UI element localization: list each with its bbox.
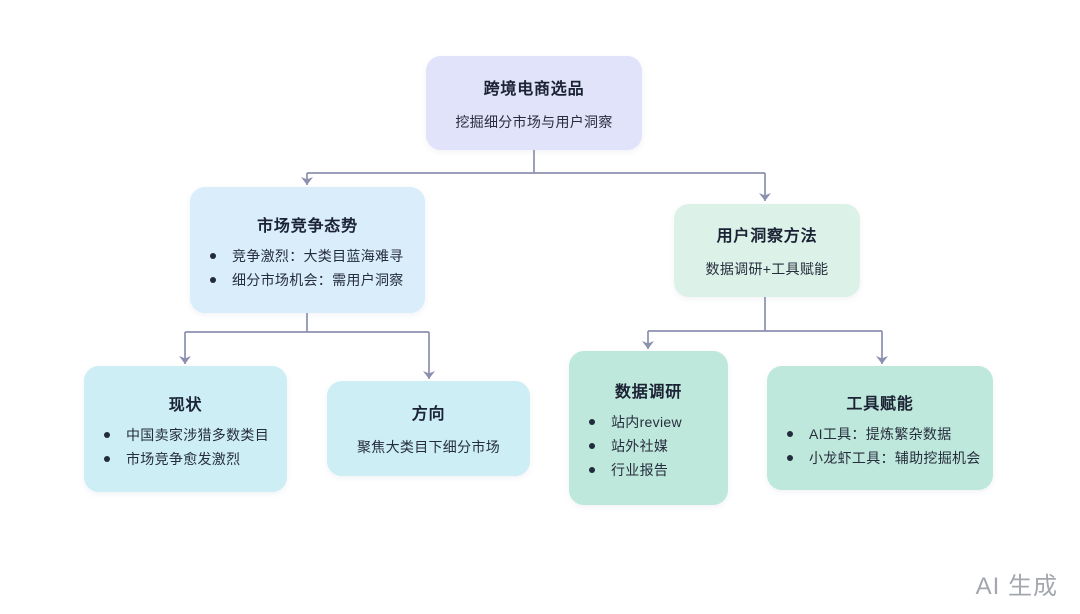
bullet-dot-icon (589, 443, 595, 449)
bullet-text: 站外社媒 (611, 437, 669, 454)
node-tools: 工具赋能 AI工具：提炼繁杂数据 小龙虾工具：辅助挖掘机会 (767, 366, 993, 490)
node-status: 现状 中国卖家涉猎多数类目 市场竞争愈发激烈 (84, 366, 287, 492)
node-tools-title: 工具赋能 (846, 395, 914, 413)
bullet-text: 竞争激烈：大类目蓝海难寻 (232, 247, 404, 264)
node-root-subtitle: 挖掘细分市场与用户洞察 (455, 113, 613, 130)
bullet-dot-icon (589, 419, 595, 425)
bullet-item: 行业报告 (589, 462, 722, 479)
node-user-title: 用户洞察方法 (716, 228, 818, 245)
node-direction-subtitle: 聚焦大类目下细分市场 (357, 439, 500, 455)
bullet-text: 市场竞争愈发激烈 (126, 450, 241, 467)
node-research-bullets: 站内review 站外社媒 行业报告 (569, 414, 728, 479)
bullet-item: 中国卖家涉猎多数类目 (104, 427, 281, 444)
ai-generated-watermark: AI 生成 (975, 573, 1058, 600)
bullet-item: AI工具：提炼繁杂数据 (787, 426, 987, 443)
bullet-item: 细分市场机会：需用户洞察 (210, 272, 419, 289)
node-status-bullets: 中国卖家涉猎多数类目 市场竞争愈发激烈 (84, 427, 287, 468)
bullet-item: 小龙虾工具：辅助挖掘机会 (787, 450, 987, 467)
bullet-dot-icon (210, 277, 216, 283)
bullet-dot-icon (787, 455, 793, 461)
node-root: 跨境电商选品 挖掘细分市场与用户洞察 (426, 56, 642, 150)
node-tools-bullets: AI工具：提炼繁杂数据 小龙虾工具：辅助挖掘机会 (767, 426, 993, 467)
node-direction-title: 方向 (411, 406, 446, 423)
node-user: 用户洞察方法 数据调研+工具赋能 (674, 204, 860, 297)
node-market: 市场竞争态势 竞争激烈：大类目蓝海难寻 细分市场机会：需用户洞察 (190, 187, 425, 313)
bullet-dot-icon (787, 431, 793, 437)
bullet-text: 站内review (611, 413, 682, 430)
bullet-item: 站外社媒 (589, 438, 722, 455)
bullet-item: 市场竞争愈发激烈 (104, 451, 281, 468)
bullet-text: 中国卖家涉猎多数类目 (126, 426, 269, 443)
bullet-dot-icon (210, 253, 216, 259)
bullet-dot-icon (104, 432, 110, 438)
node-research: 数据调研 站内review 站外社媒 行业报告 (569, 351, 728, 505)
node-status-title: 现状 (168, 396, 203, 414)
bullet-text: AI工具：提炼繁杂数据 (809, 425, 952, 442)
node-market-title: 市场竞争态势 (257, 217, 358, 235)
bullet-text: 细分市场机会：需用户洞察 (232, 271, 404, 288)
node-root-title: 跨境电商选品 (483, 80, 585, 98)
bullet-dot-icon (104, 456, 110, 462)
node-direction: 方向 聚焦大类目下细分市场 (327, 381, 530, 476)
node-research-title: 数据调研 (614, 383, 683, 401)
bullet-dot-icon (589, 467, 595, 473)
bullet-text: 行业报告 (611, 461, 669, 478)
node-market-bullets: 竞争激烈：大类目蓝海难寻 细分市场机会：需用户洞察 (190, 248, 425, 289)
bullet-item: 站内review (589, 414, 722, 431)
node-user-subtitle: 数据调研+工具赋能 (705, 261, 829, 277)
bullet-text: 小龙虾工具：辅助挖掘机会 (809, 449, 981, 466)
bullet-item: 竞争激烈：大类目蓝海难寻 (210, 248, 419, 265)
